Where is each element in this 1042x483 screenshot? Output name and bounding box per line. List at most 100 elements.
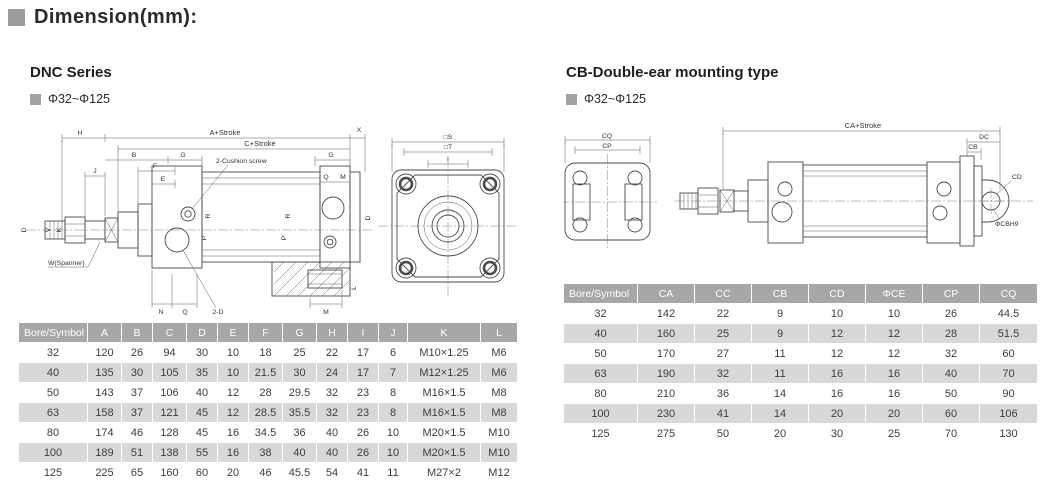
table-cell: 35.5 [282,402,317,423]
table-cell: 10 [378,442,408,463]
dim-label-cq: CQ [602,133,612,140]
column-header: Bore/Symbol [18,322,88,343]
table-cell: 7 [378,362,408,383]
table-cell: 63 [563,363,638,384]
table-cell: 50 [18,382,88,403]
dim-label-cbh9: ΦCBH9 [995,221,1019,228]
table-cell: 12 [865,343,923,364]
cb-bore-range: Φ32~Φ125 [566,92,646,106]
table-cell: 10 [865,303,923,324]
dim-label-ca-stroke: CA+Stroke [845,121,881,130]
cushion-screw-note: 2-Cushion screw [216,158,267,165]
dim-label-n: N [159,309,164,316]
table-cell: 46 [248,462,283,483]
table-cell: 17 [347,342,379,363]
column-header: ΦCE [865,283,923,304]
table-cell: M12×1.25 [407,362,481,383]
table-cell: 40 [316,442,348,463]
column-header: D [186,322,218,343]
table-cell: M16×1.5 [407,402,481,423]
table-cell: 100 [563,403,638,424]
table-cell: M27×2 [407,462,481,483]
cb-bore-range-label: Φ32~Φ125 [584,92,647,106]
page-title: Dimension(mm): [34,6,198,28]
table-cell: 11 [378,462,408,483]
table-cell: 32 [563,303,638,324]
dim-label-b: B [132,152,137,159]
table-cell: 70 [979,363,1038,384]
table-cell: 135 [87,362,122,383]
column-header: F [248,322,283,343]
dim-label-2d: 2-D [213,309,224,316]
table-cell: 90 [979,383,1038,404]
dim-label-d-left: D [21,227,28,232]
table-cell: M12 [480,462,518,483]
table-cell: 12 [865,323,923,344]
table-cell: 18 [248,342,283,363]
table-cell: 121 [152,402,187,423]
table-cell: 21.5 [248,362,283,383]
table-cell: 174 [87,422,122,443]
table-cell: 230 [637,403,695,424]
dim-label-square-s: □S [444,134,453,141]
table-cell: 6 [378,342,408,363]
table-cell: 30 [282,362,317,383]
dim-label-m-top: M [340,174,346,181]
table-cell: 60 [979,343,1038,364]
dim-label-g-left: G [180,152,185,159]
dim-label-cp: CP [602,143,612,150]
table-cell: 100 [18,442,88,463]
column-header: K [407,322,481,343]
table-cell: 40 [186,382,218,403]
dim-label-cb: CB [968,144,978,151]
table-cell: 16 [865,363,923,384]
cb-section-title: CB-Double-ear mounting type [566,64,779,81]
dim-label-p-right: P [281,235,288,240]
dim-label-q-top: Q [323,174,328,181]
dim-label-cd: CD [1012,174,1022,181]
cb-side-view: CA+Stroke DC CB CD ΦCBH9 [675,121,1033,247]
table-cell: 16 [808,383,866,404]
table-cell: 26 [121,342,153,363]
table-cell: M6 [480,362,518,383]
table-cell: 45 [186,422,218,443]
column-header: J [378,322,408,343]
table-cell: 10 [217,362,249,383]
table-cell: 25 [694,323,752,344]
table-cell: 225 [87,462,122,483]
dim-label-e: E [161,176,166,183]
table-cell: 14 [751,403,809,424]
table-cell: 128 [152,422,187,443]
table-cell: 40 [282,442,317,463]
table-cell: 41 [347,462,379,483]
table-cell: 28 [922,323,980,344]
dim-label-j: J [93,168,96,175]
page-header: Dimension(mm): [8,6,197,29]
table-cell: 30 [121,362,153,383]
spanner-flat-note: W(Spanner) [48,260,85,267]
table-cell: 12 [217,382,249,403]
table-cell: 10 [378,422,408,443]
table-cell: 32 [694,363,752,384]
table-cell: 11 [751,343,809,364]
table-cell: M16×1.5 [407,382,481,403]
table-cell: 20 [217,462,249,483]
dim-label-m-bottom: M [323,309,329,316]
table-cell: 36 [694,383,752,404]
table-cell: 16 [808,363,866,384]
table-cell: 106 [152,382,187,403]
table-cell: 142 [637,303,695,324]
column-header: CC [694,283,752,304]
table-cell: 125 [18,462,88,483]
table-cell: 37 [121,382,153,403]
dim-label-q-bottom: Q [182,309,187,316]
table-cell: 29.5 [282,382,317,403]
table-cell: 40 [18,362,88,383]
